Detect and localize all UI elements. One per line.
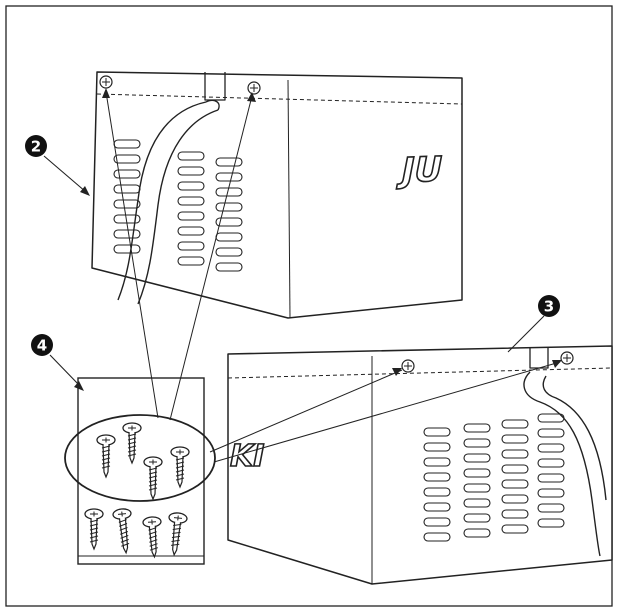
pointer-to-lower-left-screw	[209, 369, 403, 453]
upper-power-cable	[117, 99, 220, 305]
upper-vent-slot	[215, 157, 243, 167]
lower-vent-slot	[501, 509, 529, 519]
callout-3-label: 3	[544, 298, 554, 316]
upper-vent-slot	[177, 256, 205, 266]
lower-vent-slot	[423, 427, 451, 437]
lower-vent-slot	[423, 442, 451, 452]
lower-power-cable	[523, 371, 607, 557]
lower-vent-slot	[501, 419, 529, 429]
lower-vent-slot	[463, 498, 491, 508]
lower-vent-slot	[537, 458, 565, 468]
screw	[96, 434, 116, 479]
callout-4-label: 4	[37, 337, 47, 355]
lower-vent-slot	[537, 488, 565, 498]
pointer-to-upper-right-screw	[169, 95, 253, 421]
upper-vent-slot	[215, 187, 243, 197]
lower-vent-slot	[423, 517, 451, 527]
upper-vent-slot	[177, 181, 205, 191]
lower-vent-slot	[423, 487, 451, 497]
lower-vent-slot	[463, 468, 491, 478]
pointer-to-lower-right-screw	[213, 361, 561, 463]
lower-box-logo: KI	[230, 439, 264, 474]
callout-3-marker: 3	[507, 295, 560, 353]
lower-vent-slot	[537, 443, 565, 453]
lower-vent-slot	[423, 532, 451, 542]
screw	[142, 516, 162, 559]
upper-vent-slot	[215, 262, 243, 272]
screw	[112, 508, 132, 555]
upper-right-screw-head	[247, 81, 261, 95]
screw	[122, 422, 142, 465]
upper-vent-slot	[113, 244, 141, 254]
callout-4-marker: 4	[31, 334, 84, 391]
upper-vent-slot	[215, 247, 243, 257]
lower-vent-slot	[501, 464, 529, 474]
lower-vent-slot	[537, 518, 565, 528]
upper-vent-slot	[177, 241, 205, 251]
lower-vent-slot	[501, 524, 529, 534]
upper-vent-slot	[113, 154, 141, 164]
upper-vent-slot	[177, 226, 205, 236]
lower-vent-slot	[463, 438, 491, 448]
upper-vent-slot	[215, 232, 243, 242]
upper-vent-slot	[215, 172, 243, 182]
callout-2-label: 2	[31, 138, 41, 156]
upper-vent-slot	[113, 169, 141, 179]
upper-left-screw-head	[99, 75, 113, 89]
lower-vent-slot	[463, 528, 491, 538]
screw-group-ellipse	[64, 414, 216, 502]
upper-vent-slot	[177, 211, 205, 221]
upper-vent-slot	[177, 166, 205, 176]
upper-vent-slot	[113, 229, 141, 239]
lower-vent-slot	[537, 428, 565, 438]
lower-vent-slot	[463, 453, 491, 463]
lower-vent-slot	[501, 449, 529, 459]
screws-on-card	[84, 422, 190, 559]
lower-vent-slot	[537, 503, 565, 513]
upper-vent-slot	[113, 199, 141, 209]
lower-vent-slot	[501, 494, 529, 504]
lower-vent-slot	[423, 502, 451, 512]
screw	[168, 512, 188, 557]
lower-right-screw-head	[560, 351, 574, 365]
lower-vent-slot	[463, 423, 491, 433]
upper-vent-slot	[215, 202, 243, 212]
screw	[170, 446, 190, 489]
pointer-to-upper-left-screw	[105, 91, 159, 419]
callout-2-marker: 2	[25, 135, 90, 196]
lower-vent-slot	[501, 479, 529, 489]
lower-box-vent-slots	[423, 413, 565, 542]
upper-vent-slot	[215, 217, 243, 227]
upper-vent-slot	[113, 184, 141, 194]
pointer-lines	[105, 91, 561, 463]
upper-vent-slot	[177, 151, 205, 161]
lower-vent-slot	[423, 472, 451, 482]
lower-vent-slot	[501, 434, 529, 444]
upper-box-logo: JU	[396, 150, 442, 192]
pointer-arrowheads	[102, 88, 562, 376]
lower-vent-slot	[537, 473, 565, 483]
lower-left-screw-head	[401, 359, 415, 373]
upper-control-box	[91, 71, 463, 319]
screw	[143, 456, 163, 501]
lower-vent-slot	[463, 513, 491, 523]
screw	[84, 508, 104, 551]
upper-box-vent-slots	[113, 139, 243, 272]
upper-vent-slot	[177, 196, 205, 206]
lower-vent-slot	[463, 483, 491, 493]
upper-vent-slot	[113, 139, 141, 149]
lower-vent-slot	[423, 457, 451, 467]
